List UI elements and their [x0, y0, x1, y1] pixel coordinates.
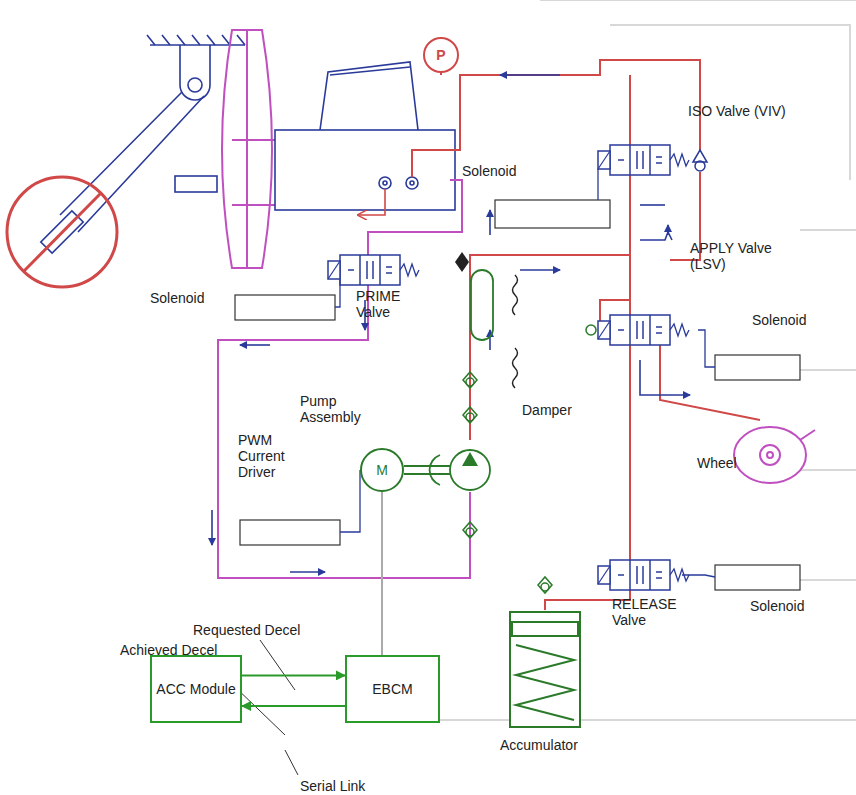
- part-label: APPLY Valve (LSV): [690, 240, 805, 272]
- node-text: P: [436, 47, 445, 63]
- control-module-box: EBCM: [345, 655, 440, 723]
- part-label: Serial Link: [300, 778, 365, 794]
- node-text: EBCM: [372, 681, 412, 697]
- part-label: Wheel: [697, 455, 737, 471]
- signal-connector: [381, 492, 383, 655]
- part-label: Pump Assembly: [300, 393, 370, 425]
- part-label: Damper: [522, 402, 572, 418]
- signal-connector: [242, 674, 345, 676]
- part-label: Requested Decel: [193, 622, 300, 638]
- part-label: Solenoid: [150, 290, 205, 306]
- part-label: Solenoid: [462, 163, 517, 179]
- part-label: PRIME Valve: [356, 288, 416, 320]
- part-label: PWM Current Driver: [238, 432, 310, 480]
- part-label: Achieved Decel: [120, 642, 217, 658]
- signal-connector: [242, 705, 345, 707]
- part-label: Solenoid: [750, 598, 805, 614]
- control-module-box: ACC Module: [150, 655, 242, 723]
- part-label: ISO Valve (VIV): [688, 103, 786, 119]
- node-text: M: [376, 462, 388, 478]
- part-label: Solenoid: [752, 312, 807, 328]
- node-text: ACC Module: [156, 681, 235, 697]
- motor-circle: M: [360, 448, 404, 492]
- part-label: RELEASE Valve: [612, 596, 692, 628]
- part-label: Accumulator: [500, 737, 578, 753]
- pressure-gauge: P: [423, 37, 459, 73]
